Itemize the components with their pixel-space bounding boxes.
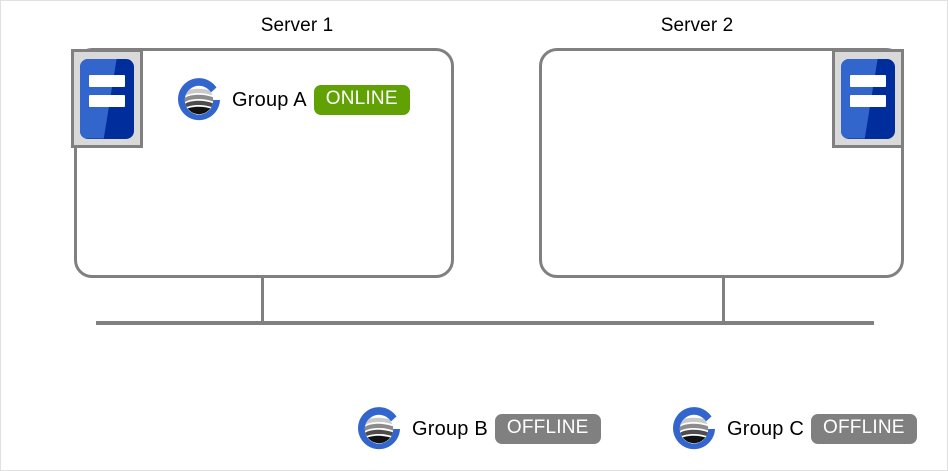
group-c-label: Group C: [727, 417, 804, 440]
group-a-status-badge[interactable]: ONLINE: [313, 85, 410, 115]
server-slot-bar-bottom: [850, 94, 886, 107]
server-chassis: [80, 58, 134, 139]
server-slot-bar-top: [850, 74, 886, 87]
group-globe-icon: [358, 407, 400, 450]
server-1-title: Server 1: [260, 15, 334, 36]
server-2-title: Server 2: [660, 15, 734, 36]
group-b-status-badge[interactable]: OFFLINE: [494, 414, 601, 444]
group-c-status-badge[interactable]: OFFLINE: [811, 414, 917, 444]
server-chassis: [841, 58, 895, 139]
group-b-entry[interactable]: Group B OFFLINE: [353, 403, 601, 455]
shared-bus-line: [96, 321, 874, 325]
group-c-entry[interactable]: Group C OFFLINE: [668, 403, 917, 455]
server-slot-bar-bottom: [89, 94, 125, 107]
server-slot-bar-top: [89, 74, 125, 87]
group-globe-icon: [178, 78, 220, 121]
server-1-to-bus-link: [261, 277, 264, 323]
group-a-label: Group A: [232, 88, 307, 111]
server-2-server-icon[interactable]: [832, 49, 904, 148]
server-2-to-bus-link: [722, 277, 725, 323]
server-1-server-icon[interactable]: [71, 49, 143, 148]
group-b-label: Group B: [412, 417, 488, 440]
group-globe-icon: [673, 407, 715, 450]
group-a-entry[interactable]: Group A ONLINE: [173, 74, 410, 126]
